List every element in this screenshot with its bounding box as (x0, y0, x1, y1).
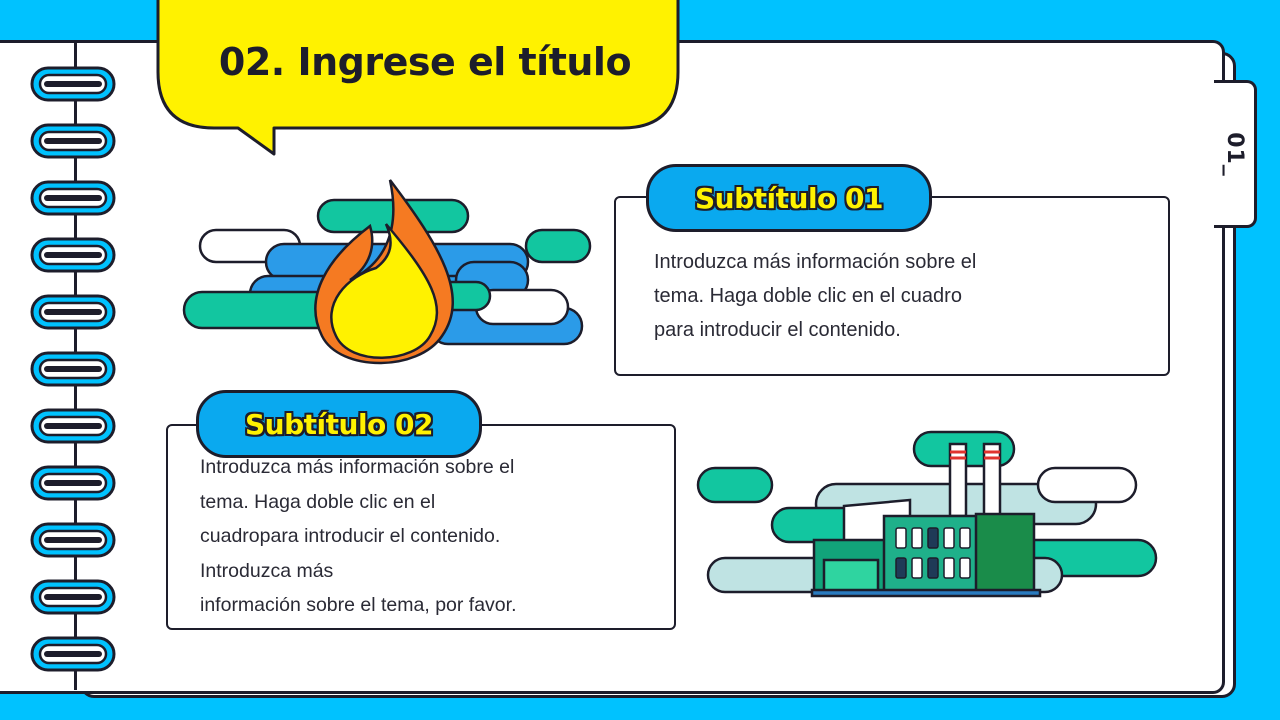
spiral-ring-icon (30, 522, 116, 558)
subtitle-pill-1: Subtítulo 01 (646, 164, 932, 232)
page-title: 02. Ingrese el título (218, 40, 632, 84)
fire-illustration-icon (182, 179, 592, 365)
spiral-ring-icon (30, 636, 116, 672)
spiral-ring-icon (30, 180, 116, 216)
spiral-ring-icon (30, 579, 116, 615)
info-card-2 (166, 424, 676, 630)
spiral-ring-icon (30, 123, 116, 159)
subtitle-2: Subtítulo 02 (245, 407, 434, 441)
title-bubble (156, 0, 680, 156)
spiral-ring-icon (30, 465, 116, 501)
spiral-ring-icon (30, 408, 116, 444)
spiral-ring-icon (30, 294, 116, 330)
subtitle-1: Subtítulo 01 (695, 181, 884, 215)
page-tab[interactable]: 01_ (1214, 80, 1257, 228)
body-text-1[interactable]: Introduzca más información sobre el tema… (654, 251, 977, 341)
page-tab-label: 01_ (1221, 131, 1247, 177)
subtitle-pill-2: Subtítulo 02 (196, 390, 482, 458)
spiral-ring-icon (30, 351, 116, 387)
spiral-ring-icon (30, 237, 116, 273)
body-text-2[interactable]: Introduzca más información sobre el tema… (200, 456, 517, 616)
spiral-ring-icon (30, 66, 116, 102)
factory-illustration-icon (696, 430, 1158, 598)
